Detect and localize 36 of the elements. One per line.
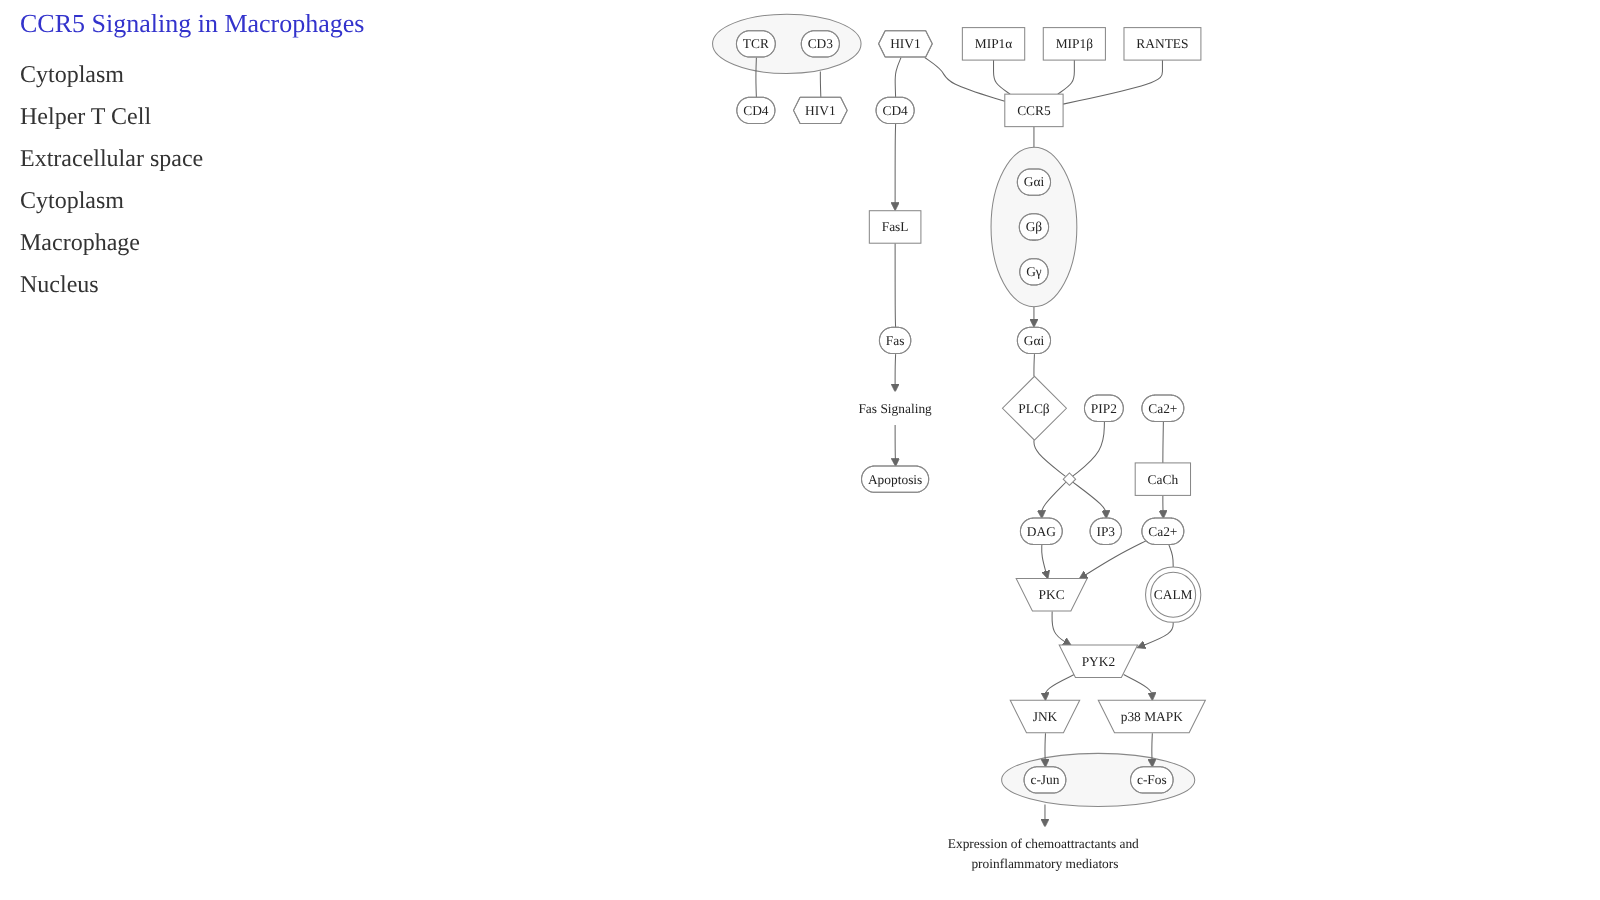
diagram-title: CCR5 Signaling in Macrophages	[20, 8, 365, 40]
arrow	[1136, 621, 1174, 649]
arrow	[890, 424, 900, 467]
connector	[1062, 59, 1163, 105]
arrow	[1051, 610, 1072, 646]
compartment-label: Macrophage	[20, 228, 142, 258]
arrow	[1036, 481, 1067, 520]
arrow	[890, 353, 900, 393]
arrow	[1071, 481, 1111, 520]
connector	[1033, 439, 1066, 477]
connector	[819, 70, 822, 99]
connector	[755, 57, 757, 99]
node-diamond	[1062, 472, 1077, 487]
arrow	[1158, 494, 1168, 520]
arrow	[1040, 803, 1050, 828]
connector	[993, 59, 1011, 95]
arrow	[1147, 732, 1157, 768]
compartment-label: Cytoplasm	[20, 186, 127, 216]
compartment-label: Nucleus	[20, 270, 101, 300]
arrow	[1040, 732, 1050, 768]
connector	[1168, 544, 1174, 568]
arrow	[1078, 540, 1147, 580]
compartment-label: Cytoplasm	[20, 60, 127, 90]
compartment-label: Extracellular space	[20, 144, 206, 174]
connector	[1057, 59, 1075, 95]
arrow	[1041, 544, 1050, 580]
arrow	[1123, 674, 1157, 702]
connector	[894, 57, 902, 99]
compartment-label: Helper T Cell	[20, 102, 154, 132]
connector	[924, 57, 1006, 102]
connector	[1162, 421, 1164, 464]
arrow	[890, 123, 900, 212]
connector	[894, 242, 897, 329]
connector	[1071, 421, 1105, 477]
arrow	[1040, 674, 1075, 702]
connector	[1033, 353, 1035, 377]
